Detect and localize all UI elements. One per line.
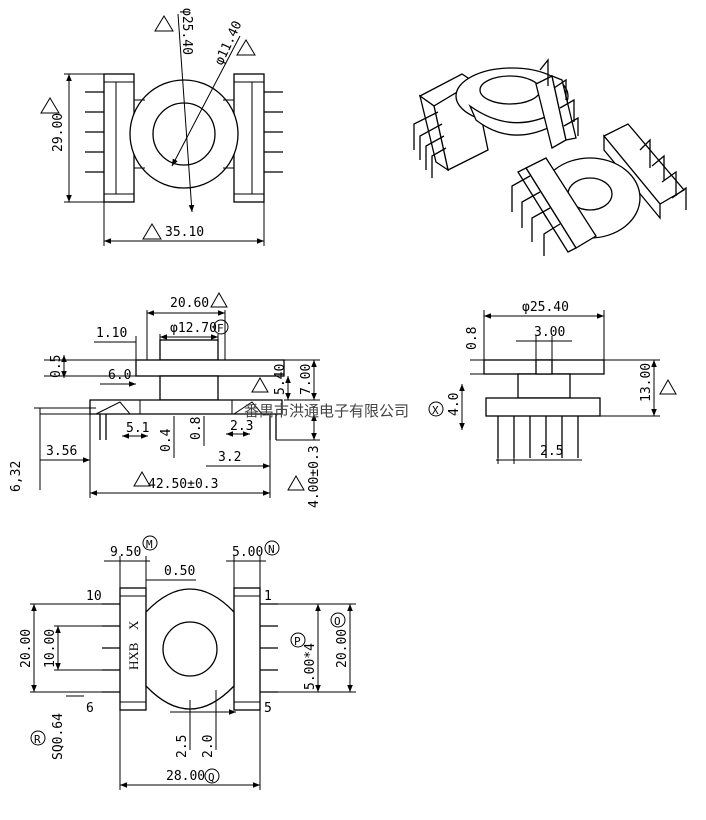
bottom-right-height-label: 20.00 [335,629,350,668]
svg-text:P: P [294,635,301,648]
front-step-label: 6.0 [108,368,131,383]
bottom-d25-label: 2.5 [175,735,190,758]
bottom-d20-label: 2.0 [201,735,216,758]
front-pin-length-label: 4.00±0.3 [307,445,322,508]
svg-text:O: O [334,615,341,628]
bottom-pitch-label: 5.00*4 [303,643,318,690]
top-view: φ25.40 φ11.40 29.00 35.10 [40,8,283,246]
warning-triangle-icon [251,376,269,393]
front-top-width-label: 20.60 [170,296,209,311]
bottom-width-label: 28.00 [166,769,205,784]
isometric-view-upper [413,58,579,178]
company-watermark: 番禺市洪通电子有限公司 [244,402,409,420]
front-center-diameter-label: φ12.70 [170,321,217,336]
front-d32-label: 3.2 [218,450,241,465]
pin-10-label: 10 [86,589,102,604]
bottom-left-height-label: 20.00 [19,629,34,668]
top-inner-diameter-label: φ11.40 [212,19,245,68]
warning-triangle-icon [287,474,305,491]
x-marking: X [126,620,141,630]
front-d04-label: 0.4 [159,428,174,452]
front-h540-label: 5.40 [273,364,288,395]
bottom-d1000-label: 10.00 [43,629,58,668]
svg-text:R: R [34,733,41,746]
isometric-view-lower [511,123,687,256]
bottom-d950-label: 9.50 [110,545,141,560]
warning-triangle-icon [133,470,151,487]
front-d23-label: 2.3 [230,419,253,434]
svg-text:F: F [217,322,224,335]
top-outer-diameter-label: φ25.40 [179,8,194,55]
svg-text:N: N [268,543,275,556]
pin-6-label: 6 [86,701,94,716]
bottom-d050-label: 0.50 [164,564,195,579]
side-diameter-label: φ25.40 [522,300,569,315]
side-height-label: 13.00 [639,363,654,402]
svg-text:Q: Q [208,771,215,784]
top-width-label: 35.10 [165,225,204,240]
bottom-view: 10 1 6 5 HXB X 9.50 M 0.50 5.00 N 20.00 … [19,535,356,790]
pin-5-label: 5 [264,701,272,716]
top-height-label: 29.00 [51,113,66,152]
front-overall-label: 42.50±0.3 [148,477,218,492]
warning-triangle-icon [210,291,228,308]
side-view: φ25.40 3.00 0.8 13.00 4.0 X 2.5 [428,300,677,464]
front-d356-label: 3.56 [46,444,77,459]
front-left-offset-label: 1.10 [96,326,127,341]
svg-text:X: X [432,404,439,417]
front-view: 20.60 φ12.70 F 1.10 0.5 6.0 5.40 7.00 5.… [9,291,322,508]
warning-triangle-icon [659,378,677,395]
side-base-label: 4.0 [447,393,462,416]
front-d08-label: 0.8 [189,417,204,440]
front-d632-label: 6,32 [9,461,24,492]
front-h700-label: 7.00 [299,364,314,395]
bottom-d500-label: 5.00 [232,545,263,560]
side-gap-label: 3.00 [534,325,565,340]
pin-size-label: SQ0.64 [51,713,66,760]
side-pitch-label: 2.5 [540,444,563,459]
pin-1-label: 1 [264,589,272,604]
brand-marking: HXB [126,642,141,670]
front-flange-label: 0.5 [49,355,64,378]
svg-text:M: M [146,538,153,551]
side-d08-label: 0.8 [465,327,480,350]
front-d51-label: 5.1 [126,421,149,436]
